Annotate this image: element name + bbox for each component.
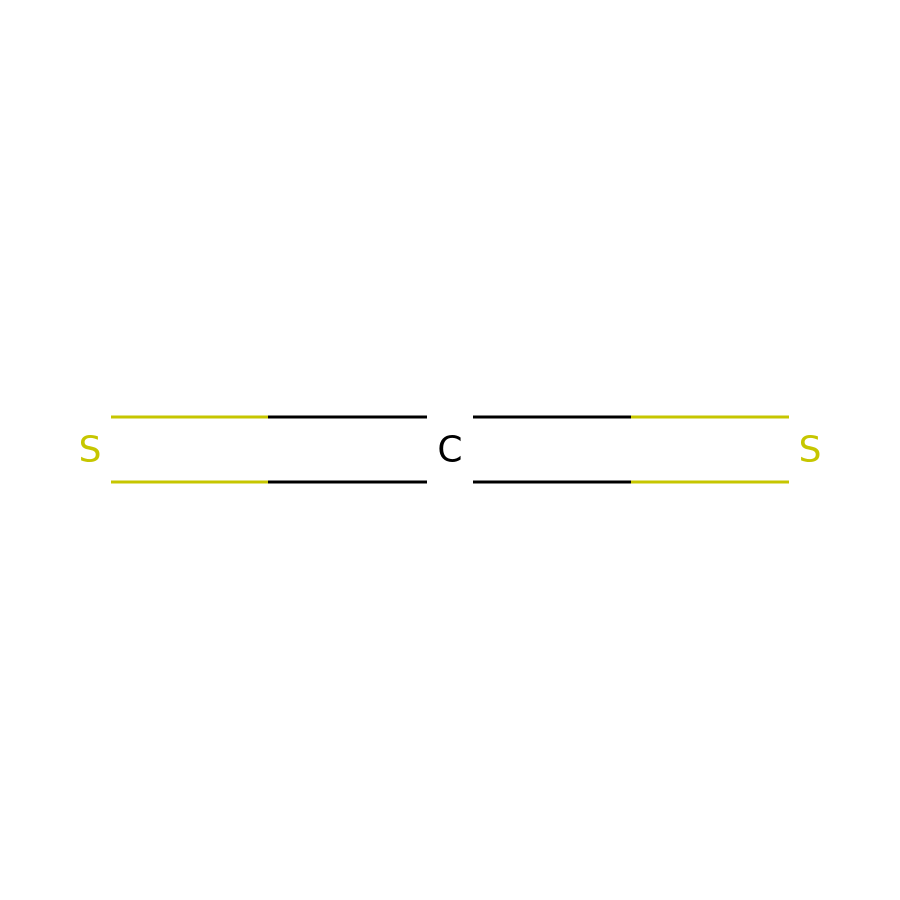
- double-bond-c1-s2: [473, 415, 789, 484]
- atom-label-sulfur-right: S: [799, 430, 822, 471]
- double-bond-s1-c1: [111, 415, 427, 484]
- atom-label-sulfur-left: S: [79, 430, 102, 471]
- atom-label-carbon-center: C: [437, 430, 462, 471]
